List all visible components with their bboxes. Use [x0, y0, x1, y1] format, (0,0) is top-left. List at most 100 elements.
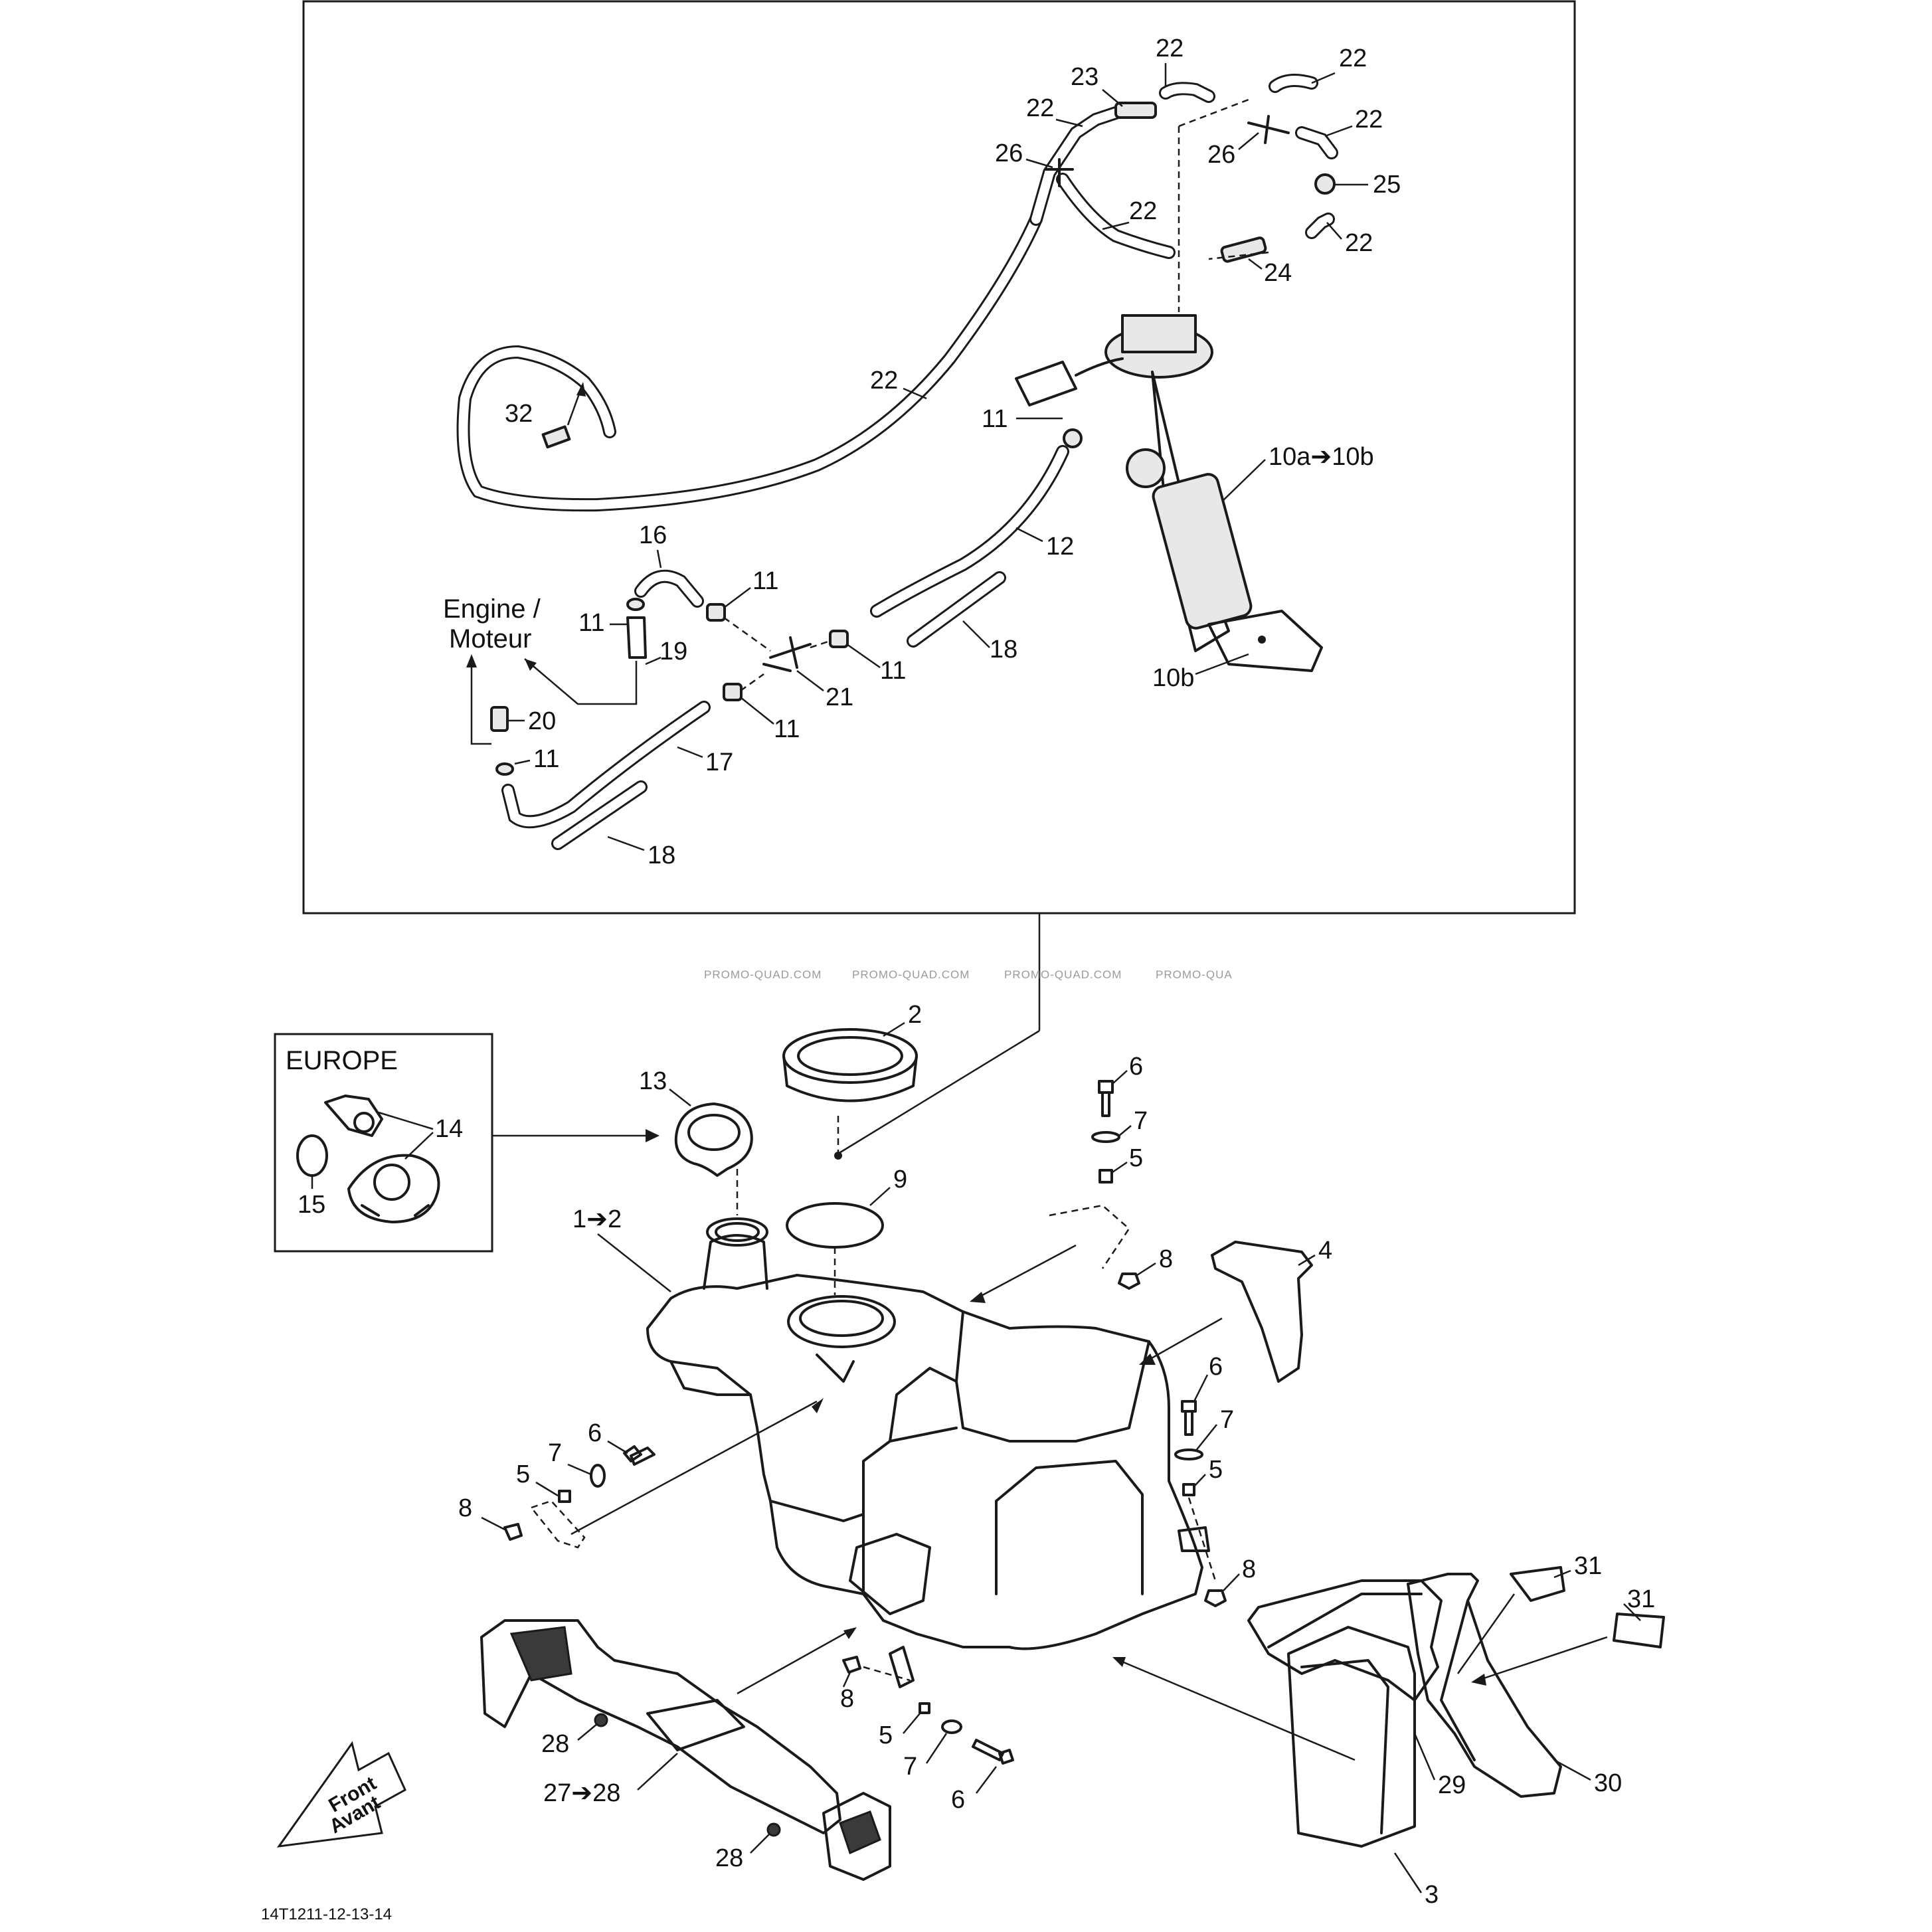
hardware-right-mid [1174, 1400, 1227, 1607]
callout-8-b: 8 [1242, 1555, 1256, 1583]
europe-label: EUROPE [286, 1046, 398, 1075]
callout-29: 29 [1438, 1771, 1466, 1799]
callout-25: 25 [1373, 171, 1401, 199]
fuel-cap-13 [674, 1102, 753, 1177]
callout-11-c: 11 [578, 609, 604, 637]
callout-6-d: 6 [951, 1786, 965, 1814]
callout-5-c: 5 [516, 1460, 530, 1488]
callout-22-f: 22 [1345, 229, 1373, 257]
fitting-20 [490, 706, 509, 732]
nut-28-b [766, 1822, 781, 1837]
callout-14: 14 [435, 1115, 463, 1143]
filter-24 [1220, 236, 1267, 263]
callout-21: 21 [826, 683, 853, 711]
engine-label-line2: Moteur [449, 624, 532, 654]
svg-text:PROMO-QUAD.COM: PROMO-QUAD.COM [852, 968, 970, 981]
callout-28-b: 28 [715, 1844, 743, 1872]
pad-31-b [1613, 1613, 1665, 1648]
clamp-11-c [723, 683, 743, 701]
callout-28-a: 28 [541, 1730, 569, 1758]
callout-17: 17 [705, 748, 733, 776]
hose-16 [634, 569, 704, 608]
check-valve-23 [1114, 102, 1157, 119]
clamp-11-d [626, 598, 645, 611]
tee-fitting-21 [762, 636, 812, 672]
callout-11-f: 11 [533, 745, 559, 773]
callout-11-a: 11 [982, 405, 1008, 433]
callout-7-a: 7 [1134, 1107, 1148, 1135]
callout-22-a: 22 [1156, 35, 1184, 62]
engine-label-line1: Engine / [443, 594, 541, 624]
seal-9 [786, 1202, 884, 1249]
hardware-right-top [1049, 1080, 1140, 1290]
nut-28-a [594, 1713, 608, 1727]
callout-11-b: 11 [752, 567, 778, 595]
vent-hoses-upper [1029, 74, 1338, 259]
callout-22-b: 22 [1339, 44, 1367, 72]
callout-26-b: 26 [1207, 141, 1235, 169]
callout-8-a: 8 [1159, 1245, 1173, 1273]
callout-12: 12 [1046, 533, 1074, 561]
pad-31-a [1510, 1566, 1565, 1602]
detail-box [302, 0, 1576, 915]
callout-18-b: 18 [648, 841, 675, 869]
callout-8-c: 8 [458, 1494, 472, 1522]
callout-7-b: 7 [1220, 1406, 1234, 1434]
hardware-bottom [842, 1646, 1014, 1765]
clamp-11-e [495, 762, 514, 776]
vent-hose-long [456, 213, 1043, 512]
hardware-left [503, 1445, 656, 1549]
clip-32 [541, 425, 571, 449]
callout-15: 15 [298, 1191, 325, 1219]
watermark: PROMO-QUAD.COM PROMO-QUAD.COM PROMO-QUAD… [704, 968, 1233, 981]
heat-shield-29 [1247, 1579, 1443, 1702]
svg-text:PROMO-QUAD.COM: PROMO-QUAD.COM [1004, 968, 1122, 981]
callout-30: 30 [1594, 1769, 1622, 1797]
callout-7-d: 7 [903, 1753, 917, 1781]
callout-5-b: 5 [1209, 1456, 1223, 1484]
callout-23: 23 [1071, 63, 1098, 91]
fuel-hose-12 [870, 445, 1069, 618]
callout-3: 3 [1425, 1881, 1439, 1909]
hose-17 [501, 701, 711, 829]
fuel-pump-assembly [1015, 314, 1323, 672]
callout-22-d: 22 [1355, 106, 1383, 133]
svg-text:PROMO-QUAD.COM: PROMO-QUAD.COM [704, 968, 822, 981]
callout-11-e: 11 [774, 715, 800, 743]
front-direction-arrow: Front Avant [276, 1741, 406, 1848]
callout-19: 19 [659, 638, 687, 665]
callout-18-a: 18 [990, 636, 1017, 663]
top-box-callouts: 22 22 23 22 22 26 26 25 22 22 24 22 32 1… [443, 35, 1401, 869]
europe-box [274, 1033, 493, 1253]
callout-1-2: 1➔2 [572, 1205, 622, 1233]
callout-8-d: 8 [840, 1685, 854, 1713]
callout-27-28: 27➔28 [543, 1779, 620, 1807]
fitting-19 [626, 616, 647, 659]
callout-9: 9 [893, 1166, 907, 1193]
callout-6-a: 6 [1129, 1053, 1143, 1081]
callout-22-e: 22 [1129, 197, 1157, 225]
callout-26-a: 26 [995, 139, 1023, 167]
callout-16: 16 [639, 521, 667, 549]
callout-20: 20 [528, 707, 556, 735]
europe-cap-parts [296, 1095, 440, 1223]
engine-arrow-line [524, 658, 638, 705]
callout-5-a: 5 [1129, 1144, 1143, 1172]
callout-32: 32 [505, 400, 533, 428]
callout-22-c: 22 [1026, 94, 1054, 122]
svg-text:PROMO-QUA: PROMO-QUA [1156, 968, 1233, 981]
callout-31-b: 31 [1627, 1585, 1655, 1613]
heat-shield-30 [1407, 1573, 1562, 1798]
callout-11-d: 11 [880, 657, 906, 685]
clamp-11-pump [1063, 428, 1083, 448]
callout-13: 13 [639, 1067, 667, 1095]
fuel-tank [646, 1217, 1203, 1650]
callout-10a-10b: 10a➔10b [1269, 443, 1374, 471]
heat-shield-4 [1211, 1241, 1313, 1383]
clamp-11-b [706, 603, 726, 622]
callout-6-b: 6 [1209, 1353, 1223, 1381]
drawing-code: 14T1211-12-13-14 [261, 1905, 392, 1923]
callout-6-c: 6 [588, 1419, 602, 1447]
callout-7-c: 7 [548, 1439, 562, 1467]
